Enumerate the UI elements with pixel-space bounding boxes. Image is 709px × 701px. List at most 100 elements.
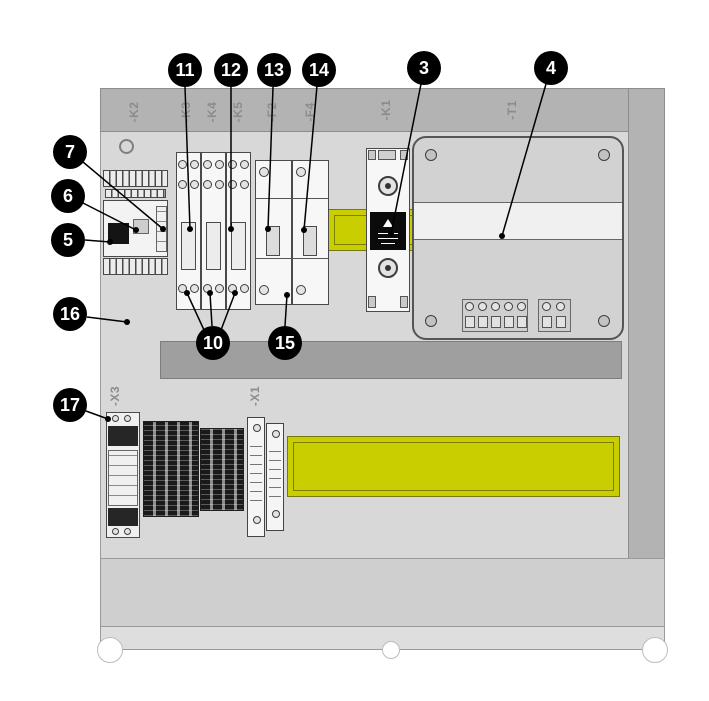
t1-corner-screw: [425, 149, 437, 161]
callout-5: 5: [51, 223, 85, 257]
contactor-k1-corner: [400, 150, 408, 160]
screw-terminal: [272, 510, 280, 518]
callout-4: 4: [534, 51, 568, 85]
label-t1: -T1: [505, 100, 519, 120]
label-line: [381, 243, 395, 244]
contactor-k1-corner: [368, 150, 376, 160]
relay-k4-window: [206, 222, 221, 270]
breaker-divider: [255, 198, 292, 199]
screw-terminal: [240, 284, 249, 293]
bottom-notch-right: [642, 637, 668, 663]
terminal-rows: [250, 439, 262, 509]
breaker-f2-lever: [266, 226, 280, 256]
terminal-square: [465, 316, 475, 328]
relay-k2-terminal-row-bottom: [103, 258, 168, 275]
callout-3: 3: [407, 51, 441, 85]
screw-terminal: [259, 285, 269, 295]
callout-11: 11: [168, 53, 202, 87]
terminal-square: [517, 316, 527, 328]
relay-k3-window: [181, 222, 196, 270]
callout-14: 14: [302, 53, 336, 87]
label-k2: -K2: [127, 101, 141, 123]
terminal-square: [556, 316, 566, 328]
callout-7: 7: [53, 135, 87, 169]
screw-terminal: [240, 180, 249, 189]
terminal-square: [504, 316, 514, 328]
cabinet-right-rail: [628, 88, 665, 560]
screw-terminal: [203, 180, 212, 189]
breaker-divider: [255, 258, 292, 259]
screw-terminal: [272, 430, 280, 438]
mounting-hole: [119, 139, 134, 154]
label-x1: -X1: [248, 385, 262, 407]
breaker-divider: [292, 258, 329, 259]
duct-lid: [293, 442, 614, 491]
relay-k2-small-part: [133, 219, 149, 234]
bottom-notch-center: [382, 641, 400, 659]
contactor-k1-label-band: [370, 212, 406, 250]
terminal-square: [478, 316, 488, 328]
relay-k5-window: [231, 222, 246, 270]
callout-13: 13: [257, 53, 291, 87]
terminal-rows: [269, 445, 281, 505]
contactor-k1-top-connector: [378, 150, 396, 160]
label-k3: -K3: [179, 101, 193, 123]
relay-k2-terminal-row-top: [103, 170, 168, 187]
screw-terminal: [112, 528, 119, 535]
label-k4: -K4: [205, 101, 219, 123]
screw-terminal: [542, 302, 551, 311]
screw-terminal: [296, 167, 306, 177]
screw-terminal: [203, 284, 212, 293]
screw-terminal: [504, 302, 513, 311]
contactor-k1-corner: [368, 296, 376, 308]
breaker-f4-lever: [303, 226, 317, 256]
t1-corner-screw: [598, 315, 610, 327]
label-f2: -F2: [265, 102, 279, 122]
screw-terminal: [203, 160, 212, 169]
screw-terminal: [190, 160, 199, 169]
cable-duct-gray: [160, 341, 622, 379]
screw-terminal: [112, 415, 119, 422]
cable-duct-yellow-lower: [287, 436, 620, 497]
screw-terminal: [178, 180, 187, 189]
screw-terminal: [228, 160, 237, 169]
breaker-divider: [292, 198, 329, 199]
cabinet-top-rail: [100, 88, 665, 132]
x3-terminal-rows: [108, 450, 138, 506]
callout-12: 12: [214, 53, 248, 87]
screw-terminal: [215, 160, 224, 169]
callout-10: 10: [196, 326, 230, 360]
relay-k2-terminal-row-mid: [105, 189, 166, 198]
screw-terminal: [478, 302, 487, 311]
cabinet-lower-panel: [100, 558, 665, 628]
terminal-cluster-right: [200, 428, 244, 511]
screw-terminal: [190, 284, 199, 293]
screw-terminal: [465, 302, 474, 311]
x3-connector-top: [108, 426, 138, 446]
t1-center-band: [414, 202, 622, 240]
screw-terminal: [259, 167, 269, 177]
relay-k2-coil-part: [108, 223, 129, 244]
t1-corner-screw: [598, 149, 610, 161]
callout-17: 17: [53, 388, 87, 422]
bottom-notch-left: [97, 637, 123, 663]
terminal-strip-x1-a: [247, 417, 265, 537]
label-f4: -F4: [303, 102, 317, 122]
screw-center: [385, 265, 391, 271]
contactor-k1-corner: [400, 296, 408, 308]
label-k1: -K1: [379, 99, 393, 121]
screw-terminal: [556, 302, 565, 311]
terminal-strip-x1-b: [266, 423, 284, 531]
screw-terminal: [178, 284, 187, 293]
screw-terminal: [517, 302, 526, 311]
callout-6: 6: [51, 179, 85, 213]
callout-16: 16: [53, 297, 87, 331]
brand-logo-icon: [383, 219, 393, 227]
screw-terminal: [253, 424, 261, 432]
screw-terminal: [190, 180, 199, 189]
terminal-square: [542, 316, 552, 328]
screw-terminal: [215, 180, 224, 189]
screw-center: [385, 183, 391, 189]
screw-terminal: [124, 528, 131, 535]
